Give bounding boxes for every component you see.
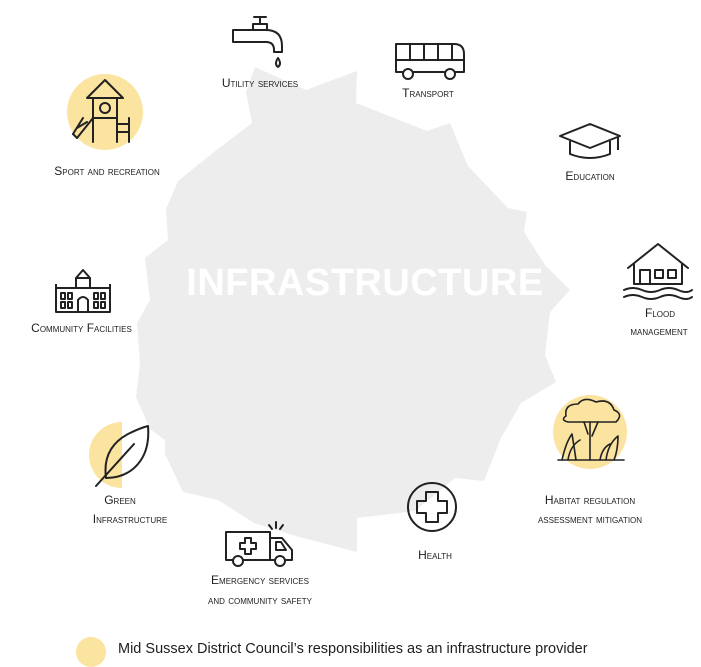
playground-tower-icon [67, 74, 143, 150]
bus-icon [395, 43, 465, 80]
water-tap-icon [232, 16, 283, 68]
flood-label-line2: management [630, 324, 688, 338]
legend-text: Mid Sussex District Council’s responsibi… [118, 641, 588, 657]
green-label-line1: Green [104, 493, 136, 507]
utility-label: Utility services [221, 76, 299, 90]
center-title: INFRASTRUCTURE [186, 262, 544, 304]
flood-label-line1: Flood [644, 306, 675, 320]
graduation-cap-icon [559, 123, 621, 159]
transport-label: Transport [402, 86, 454, 100]
habitat-label-line1: Habitat regulation [544, 493, 636, 507]
hub-shape [136, 67, 570, 552]
green-label-line2: Infrastructure [92, 512, 168, 526]
civic-building-icon [55, 269, 111, 313]
emergency-label-line1: Emergency services [211, 573, 309, 587]
emergency-label-line2: and community safety [207, 593, 312, 607]
flooded-house-icon [623, 243, 693, 300]
ambulance-icon [225, 521, 293, 567]
sport-label: Sport and recreation [54, 164, 160, 178]
community-label: Community Facilities [31, 321, 132, 335]
legend-swatch [76, 637, 106, 667]
health-label: Health [418, 548, 452, 562]
education-label: Education [565, 169, 615, 183]
medical-cross-icon [407, 482, 457, 532]
habitat-label-line2: assessment mitigation [537, 512, 643, 526]
leaf-icon [89, 422, 150, 488]
trees-icon [553, 395, 627, 469]
